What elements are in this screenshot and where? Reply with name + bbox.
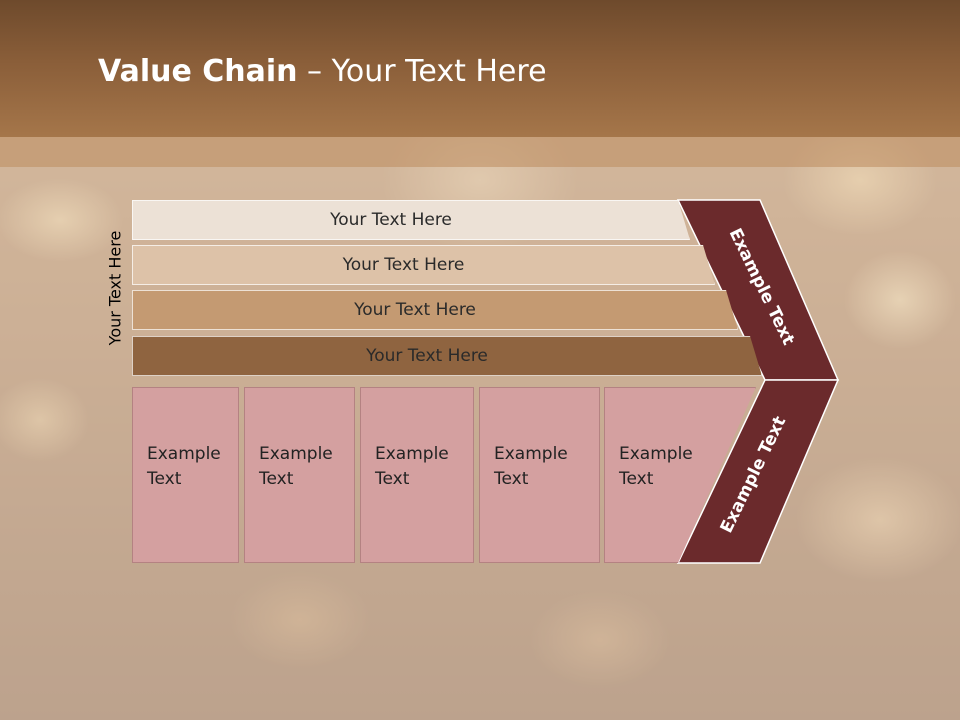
box-line-1: Example (494, 444, 568, 464)
bar-label: Your Text Here (330, 210, 452, 230)
box-line-1: Example (259, 444, 333, 464)
box-line-2: Text (375, 469, 410, 489)
bar-1[interactable]: Your Text Here (132, 200, 690, 240)
banner-strip (0, 137, 960, 167)
title-rest: – Your Text Here (297, 54, 547, 89)
box-line-2: Text (259, 469, 294, 489)
bar-label: Your Text Here (342, 255, 465, 275)
bar-4[interactable]: Your Text Here (132, 336, 762, 376)
box-line-1: Example (619, 444, 693, 464)
box-line-2: Text (494, 469, 529, 489)
bar-2[interactable]: Your Text Here (132, 245, 715, 285)
box-line-2: Text (619, 469, 654, 489)
bar-label: Your Text Here (366, 346, 488, 366)
chevron-bottom[interactable] (676, 379, 840, 564)
box-line-1: Example (375, 444, 449, 464)
title-banner (0, 0, 960, 137)
box-line-2: Text (147, 469, 182, 489)
title-bold: Value Chain (98, 54, 298, 89)
bar-label: Your Text Here (354, 300, 476, 320)
box-line-1: Example (147, 444, 221, 464)
slide-title[interactable]: Value Chain – Your Text Here (98, 54, 547, 89)
bar-3[interactable]: Your Text Here (132, 290, 738, 330)
